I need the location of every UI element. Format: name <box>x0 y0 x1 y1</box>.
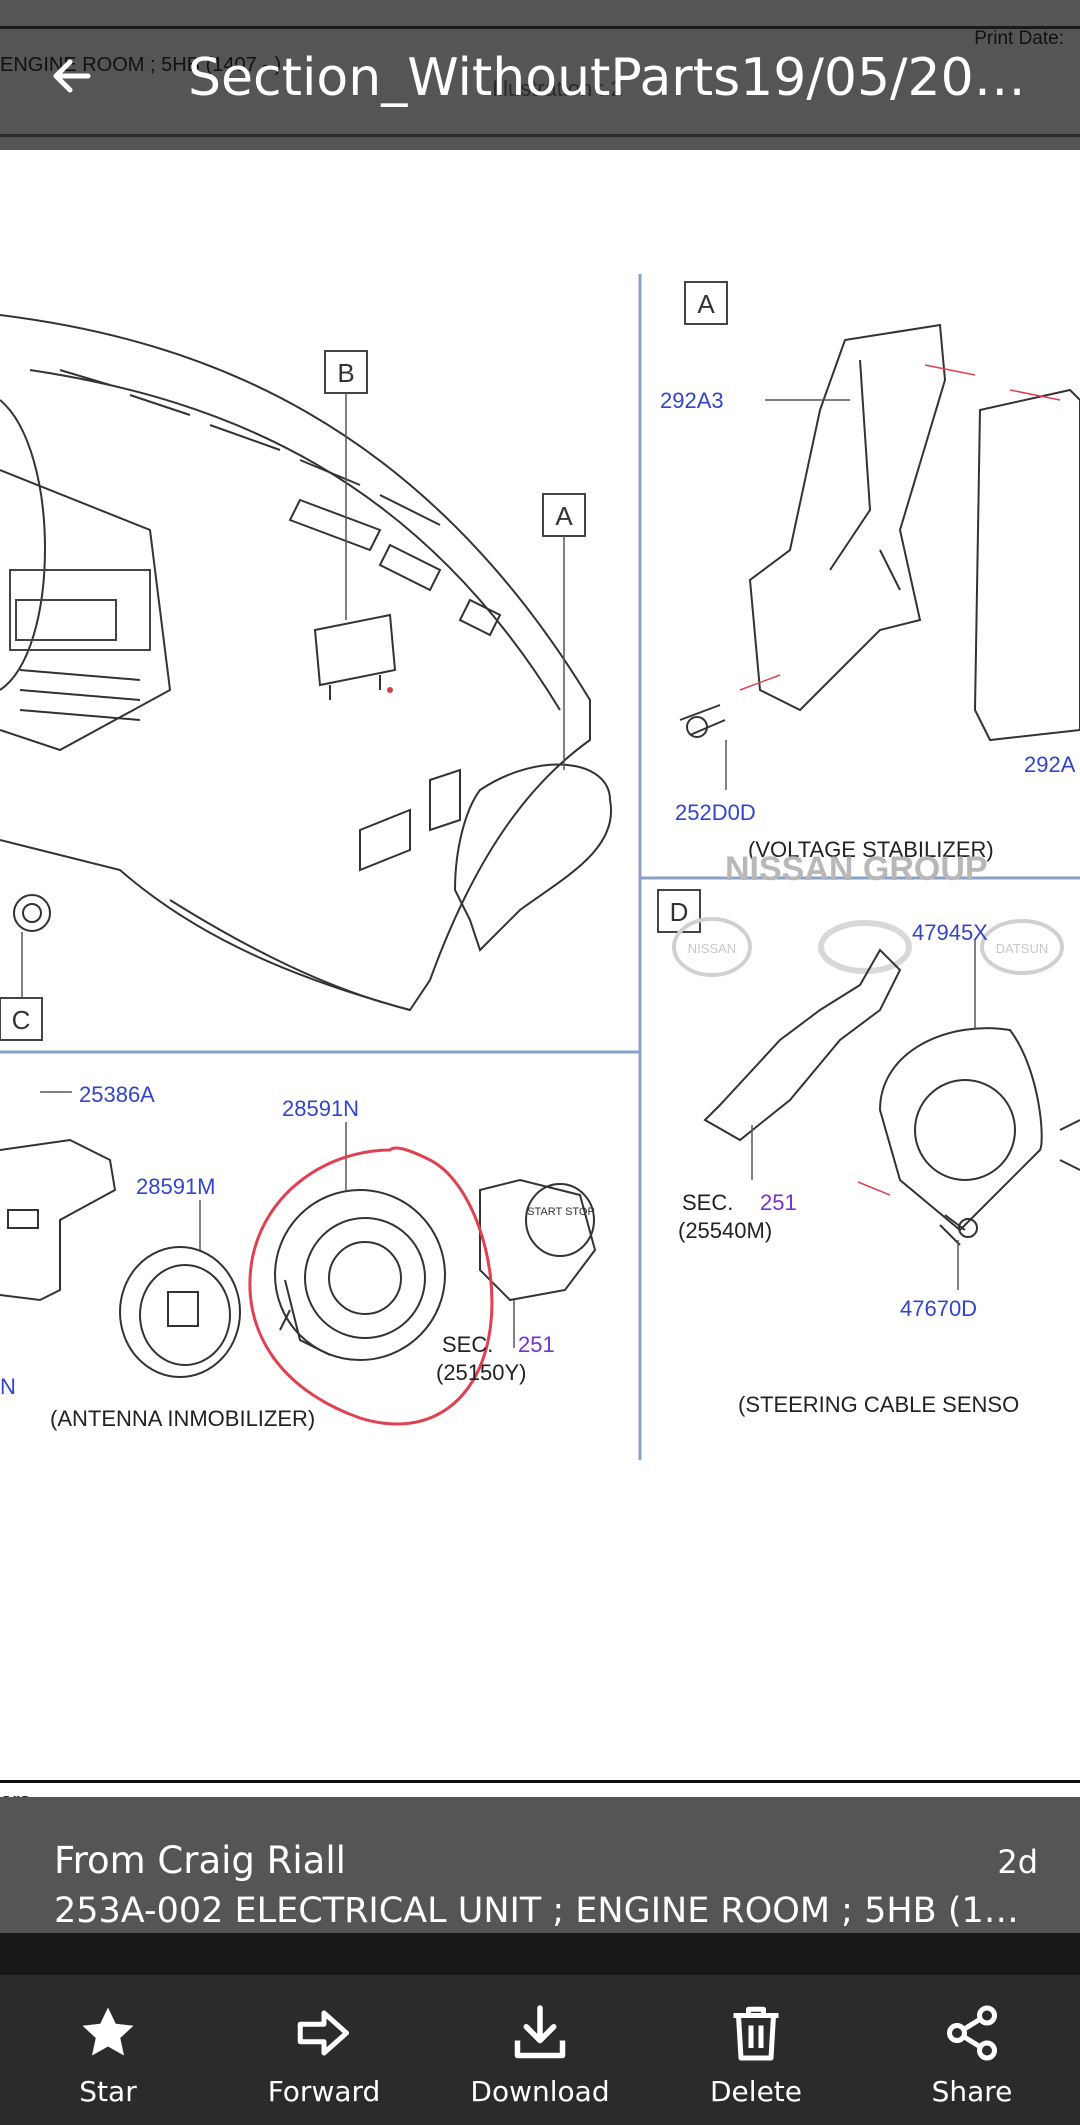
parts-diagram[interactable]: B A C A 292A3 252D0D 292A (VOLTAGE STABI… <box>0 150 1080 1780</box>
part-label-25150Y: (25150Y) <box>436 1360 527 1385</box>
antenna-ring-illustration <box>119 1200 241 1378</box>
document-header-text: ENGINE ROOM ; 5HB (1407 - ) <box>0 54 282 76</box>
section-ref-251[interactable]: 251 <box>760 1190 797 1215</box>
share-label: Share <box>931 2075 1013 2108</box>
message-subject: 253A-002 ELECTRICAL UNIT ; ENGINE ROOM ;… <box>54 1891 1034 1931</box>
ignition-ring-illustration <box>274 1122 446 1361</box>
star-button[interactable]: Star <box>0 1975 216 2125</box>
sender-label: From Craig Riall <box>54 1839 346 1882</box>
steering-cable-sensor-illustration <box>703 940 1080 1290</box>
forward-arrow-icon <box>297 2010 349 2056</box>
back-button[interactable] <box>36 40 108 112</box>
action-bar: Star Forward Download Delete <box>0 1975 1080 2125</box>
bracket-illustration <box>0 1091 117 1302</box>
part-label-252D0D[interactable]: 252D0D <box>675 800 756 825</box>
message-info-bar: From Craig Riall 2d 253A-002 ELECTRICAL … <box>0 1797 1080 1933</box>
part-label-partial-n[interactable]: N <box>0 1374 16 1399</box>
share-button[interactable]: Share <box>864 1975 1080 2125</box>
document-border-line <box>0 26 1080 29</box>
callout-a-right: A <box>684 281 728 325</box>
red-annotation-circle <box>248 1146 494 1426</box>
callout-b: B <box>324 350 368 620</box>
voltage-stabilizer-caption: (VOLTAGE STABILIZER) <box>748 837 994 862</box>
delete-label: Delete <box>710 2075 802 2108</box>
document-border-line <box>0 1780 1080 1783</box>
share-icon <box>947 2005 997 2061</box>
star-label: Star <box>79 2075 137 2108</box>
svg-text:C: C <box>12 1005 31 1035</box>
nissan-group-watermark: NISSAN GROUP <box>725 850 988 888</box>
forward-label: Forward <box>267 2075 381 2108</box>
svg-text:DATSUN: DATSUN <box>996 941 1048 956</box>
brand-logos-watermark: NISSAN DATSUN <box>672 917 1064 977</box>
callout-a-left: A <box>542 493 586 770</box>
sec-label: SEC. <box>682 1190 733 1215</box>
svg-text:A: A <box>555 501 573 531</box>
part-label-25386A[interactable]: 25386A <box>79 1082 155 1107</box>
part-label-28591N[interactable]: 28591N <box>282 1096 359 1121</box>
section-ref-251[interactable]: 251 <box>518 1332 555 1357</box>
download-label: Download <box>470 2075 610 2108</box>
arrow-left-icon <box>53 59 91 93</box>
download-button[interactable]: Download <box>432 1975 648 2125</box>
svg-text:START STOP: START STOP <box>527 1206 595 1218</box>
sec-label: SEC. <box>442 1332 493 1357</box>
svg-text:A: A <box>697 289 715 319</box>
print-date-label: Print Date: <box>974 28 1064 49</box>
part-label-47670D[interactable]: 47670D <box>900 1296 977 1321</box>
delete-button[interactable]: Delete <box>648 1975 864 2125</box>
forward-button[interactable]: Forward <box>216 1975 432 2125</box>
callout-d: D <box>657 889 701 933</box>
part-label-28591M[interactable]: 28591M <box>136 1174 216 1199</box>
part-label-47945X[interactable]: 47945X <box>912 920 988 945</box>
part-label-292A3[interactable]: 292A3 <box>660 388 724 413</box>
message-age: 2d <box>997 1843 1038 1881</box>
document-border-line <box>0 134 1080 137</box>
part-label-292A[interactable]: 292A <box>1024 752 1076 777</box>
svg-text:NISSAN: NISSAN <box>688 941 736 956</box>
top-app-bar: ENGINE ROOM ; 5HB (1407 - ) Print Date: … <box>0 0 1080 150</box>
start-stop-button-illustration: START STOP <box>479 1178 597 1348</box>
part-label-25540M: (25540M) <box>678 1218 772 1243</box>
steering-cable-caption: (STEERING CABLE SENSO <box>738 1392 1019 1417</box>
callout-c: C <box>0 932 43 1041</box>
voltage-stabilizer-illustration <box>679 323 1080 790</box>
trash-icon <box>733 2006 779 2061</box>
document-illustration-label: Illustration : 2 <box>492 76 623 101</box>
download-icon <box>514 2005 566 2059</box>
attachment-title: Section_WithoutParts19/05/2022... <box>188 48 1058 108</box>
star-icon <box>82 2007 134 2056</box>
antenna-inmobilizer-caption: (ANTENNA INMOBILIZER) <box>50 1406 315 1431</box>
svg-text:D: D <box>670 897 689 927</box>
dashboard-illustration <box>0 314 613 1012</box>
bar-separator <box>0 1933 1080 1975</box>
svg-text:B: B <box>337 358 354 388</box>
